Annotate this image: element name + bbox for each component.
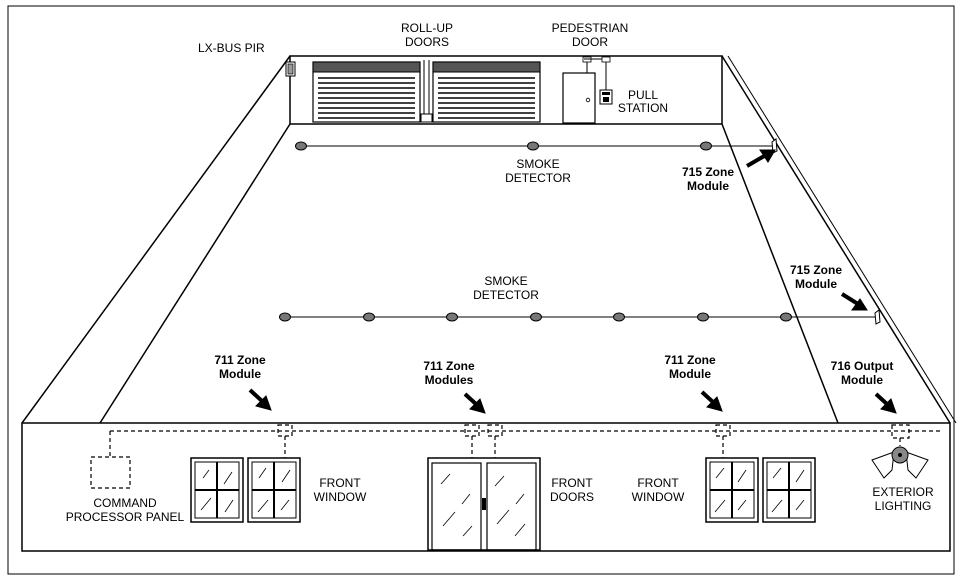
window-icon — [705, 457, 816, 523]
smoke-detector-row-2 — [279, 309, 881, 325]
front-wall — [21, 422, 951, 552]
command-processor-panel-icon — [90, 456, 131, 489]
smoke-detector-icon — [295, 141, 307, 151]
pull-station-label-1: PULL — [628, 88, 658, 102]
front-window-label-1a: FRONT — [319, 476, 361, 490]
zone-module-icon — [874, 309, 881, 325]
pedestrian-label-1: PEDESTRIAN — [552, 21, 629, 35]
smoke-detector-icon — [363, 312, 375, 322]
rollup-door-icon — [312, 60, 541, 123]
exterior-lighting-label-b: LIGHTING — [875, 499, 932, 513]
smoke-label-2b: DETECTOR — [473, 288, 539, 302]
pedestrian-door-icon — [562, 56, 611, 124]
exterior-lighting-label-a: EXTERIOR — [872, 485, 934, 499]
pull-station-icon — [599, 89, 613, 105]
left-wall-edge — [21, 55, 291, 424]
right-floor-edge — [721, 123, 839, 424]
bus-wiring — [90, 424, 942, 489]
window-icon — [190, 457, 301, 523]
zone-711-label-2b: Modules — [425, 373, 474, 387]
right-wall-edge — [721, 55, 951, 424]
smoke-label-2a: SMOKE — [484, 274, 527, 288]
smoke-detector-icon — [446, 312, 458, 322]
pedestrian-label-2: DOOR — [572, 35, 608, 49]
arrow-711-left-icon — [248, 388, 272, 411]
rollup-label-2: DOORS — [405, 35, 449, 49]
smoke-detector-icon — [530, 312, 542, 322]
outer-frame — [7, 5, 955, 575]
arrow-715-lower-icon — [840, 292, 868, 311]
smoke-detector-icon — [527, 141, 539, 151]
output-716-label-a: 716 Output — [831, 359, 894, 373]
arrow-711-right-icon — [700, 390, 723, 412]
zone-711-label-3a: 711 Zone — [664, 353, 716, 367]
smoke-label-1b: DETECTOR — [505, 171, 571, 185]
front-window-label-1b: WINDOW — [314, 490, 367, 504]
lx-bus-pir-label: LX-BUS PIR — [198, 41, 265, 55]
front-doors-label-b: DOORS — [550, 490, 594, 504]
output-716-label-b: Module — [841, 373, 883, 387]
zone-711-label-3b: Module — [669, 367, 711, 381]
zone-715-label-2a: 715 Zone — [790, 263, 842, 277]
left-floor-edge — [99, 123, 291, 424]
exterior-light-icon — [871, 446, 929, 479]
command-panel-label-1: COMMAND — [93, 496, 157, 510]
pull-station-label-2: STATION — [618, 101, 668, 115]
smoke-detector-icon — [700, 141, 712, 151]
smoke-detector-icon — [279, 312, 291, 322]
zone-711-label-1a: 711 Zone — [214, 353, 266, 367]
zone-715-label-1b: Module — [687, 179, 729, 193]
smoke-detector-icon — [780, 312, 792, 322]
zone-715-label-1a: 715 Zone — [682, 165, 734, 179]
rollup-label-1: ROLL-UP — [401, 21, 453, 35]
arrow-716-icon — [874, 392, 897, 414]
front-window-label-2b: WINDOW — [632, 490, 685, 504]
smoke-detector-icon — [613, 312, 625, 322]
command-panel-label-2: PROCESSOR PANEL — [66, 510, 185, 524]
smoke-detector-icon — [697, 312, 709, 322]
arrow-715-upper-icon — [745, 149, 776, 168]
building-outline — [21, 55, 957, 552]
double-door-icon — [427, 457, 541, 551]
zone-711-label-1b: Module — [219, 367, 261, 381]
front-window-label-2a: FRONT — [637, 476, 679, 490]
smoke-label-1a: SMOKE — [516, 157, 559, 171]
back-wall — [289, 55, 723, 125]
arrow-711-center-icon — [463, 392, 486, 414]
zone-711-label-2a: 711 Zone — [423, 359, 475, 373]
front-doors-label-a: FRONT — [551, 476, 593, 490]
smoke-detector-row-1 — [295, 138, 778, 154]
pir-sensor-icon — [285, 61, 296, 77]
zone-715-label-2b: Module — [795, 277, 837, 291]
